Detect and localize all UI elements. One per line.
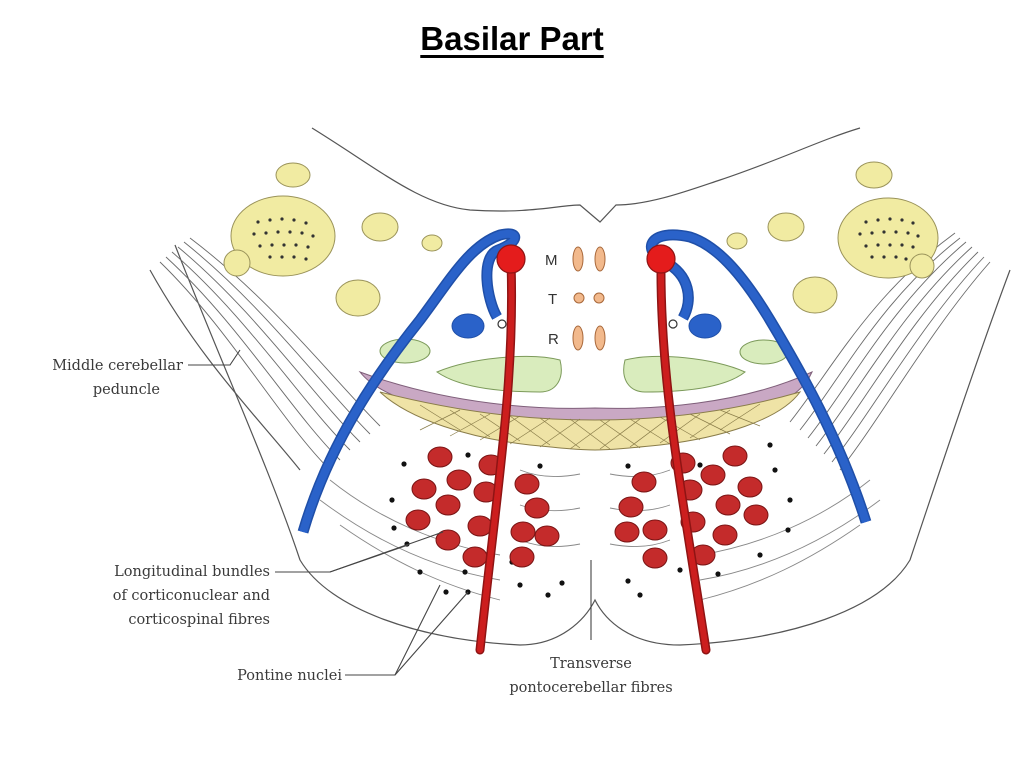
longitudinal-bundles (405, 445, 769, 569)
small-ring-markers (497, 319, 678, 329)
left-large-nucleus (230, 195, 336, 277)
label-transverse-fibres-2: pontocerebellar fibres (509, 680, 672, 696)
label-m: M (545, 252, 558, 269)
blue-lemniscus-ends (451, 313, 722, 339)
label-transverse-fibres-1: Transverse (550, 656, 632, 672)
medial-lemniscus (358, 370, 813, 451)
label-r: R (548, 331, 559, 348)
green-nuclei (379, 338, 789, 393)
pons-outline (149, 127, 1011, 646)
label-t: T (548, 291, 557, 308)
large-nucleus-dots (252, 217, 920, 261)
label-leaders (188, 349, 592, 676)
slide-title: Basilar Part (0, 20, 1024, 58)
corticospinal-tracts-red (475, 257, 711, 655)
label-middle-cerebellar-peduncle-2: peduncle (93, 382, 160, 398)
left-outer-edge (149, 269, 301, 471)
label-middle-cerebellar-peduncle-1: Middle cerebellar (52, 358, 183, 374)
red-tract-origin-nuclei (496, 244, 676, 274)
ventral-outline (174, 244, 1011, 646)
label-longitudinal-bundles-3: corticospinal fibres (128, 612, 270, 628)
midline-nuclei (572, 246, 606, 351)
lateral-lemniscus-blue (297, 228, 872, 534)
dorsal-outline (311, 127, 861, 223)
label-longitudinal-bundles-1: Longitudinal bundles (114, 564, 270, 580)
label-pontine-nuclei: Pontine nuclei (237, 668, 342, 684)
left-green-nucleus (435, 355, 562, 393)
tegmental-nuclei-yellow (223, 161, 939, 317)
slide-title-text: Basilar Part (420, 20, 604, 57)
right-green-nucleus (623, 355, 746, 393)
transverse-fibres-lines (319, 469, 881, 601)
label-longitudinal-bundles-2: of corticonuclear and (113, 588, 270, 604)
